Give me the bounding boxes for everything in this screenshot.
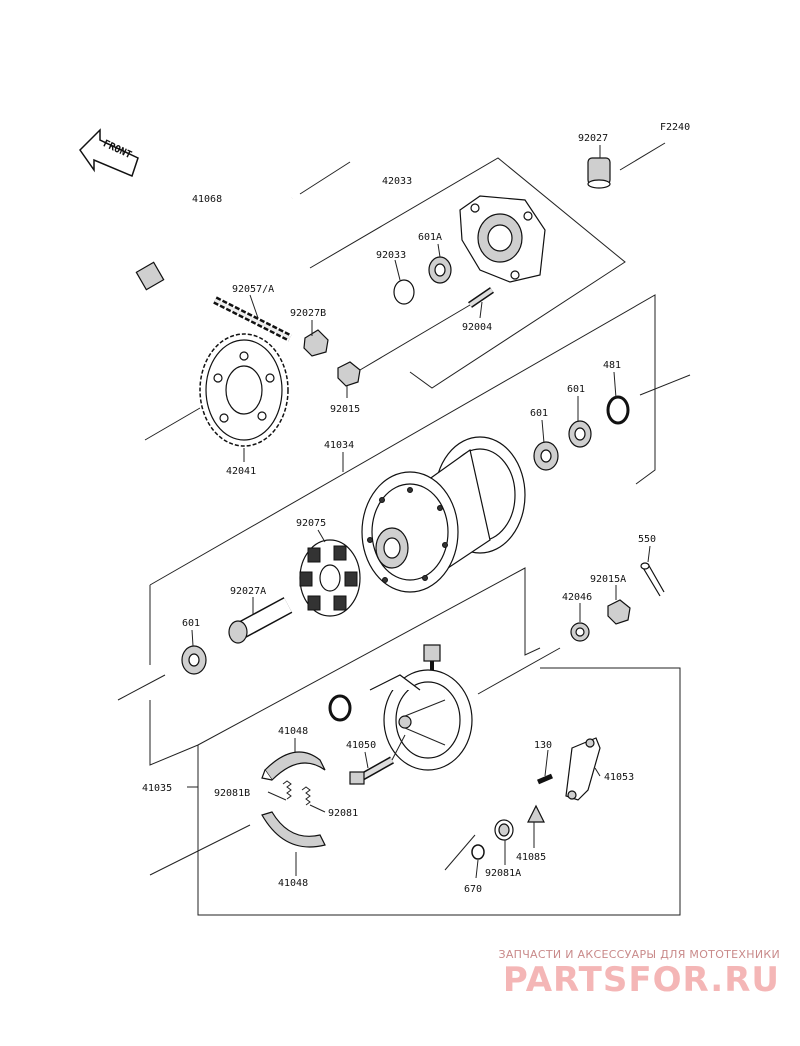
label-41048-top: 41048	[278, 726, 308, 737]
bolt-icon-2	[537, 773, 553, 785]
cotter-pin-icon	[640, 562, 665, 597]
label-41085: 41085	[516, 852, 546, 863]
spring-icon	[282, 780, 311, 806]
nut-icon	[303, 329, 329, 357]
sprocket-icon	[144, 333, 289, 447]
watermark-tagline: ЗАПЧАСТИ И АКСЕССУАРЫ ДЛЯ МОТОТЕХНИКИ	[498, 948, 780, 961]
o-ring-icon	[471, 844, 485, 860]
label-42041: 42041	[226, 466, 256, 477]
label-550: 550	[638, 534, 656, 545]
chain-icon	[213, 296, 292, 342]
oil-seal-icon	[328, 694, 352, 722]
wheel-group-outline	[149, 294, 656, 586]
front-arrow-icon: FRONT	[79, 128, 139, 178]
label-92027: 92027	[578, 133, 608, 144]
label-41048-bottom: 41048	[278, 878, 308, 889]
label-42033: 42033	[382, 176, 412, 187]
circlip-icon	[393, 279, 415, 305]
label-92057a: 92057/A	[232, 284, 274, 295]
label-92027b: 92027B	[290, 308, 326, 319]
label-92033: 92033	[376, 250, 406, 261]
bearing-icon-4	[181, 645, 207, 675]
label-601a: 601A	[418, 232, 442, 243]
brake-lever-icon	[565, 737, 601, 801]
label-41034: 41034	[324, 440, 354, 451]
spacer-icon	[228, 597, 293, 644]
brake-group-outline	[197, 567, 541, 746]
bearing-icon-3	[533, 441, 559, 471]
label-670: 670	[464, 884, 482, 895]
collar-icon-2	[570, 622, 590, 642]
label-92004: 92004	[462, 322, 492, 333]
label-41068: 41068	[192, 194, 222, 205]
brake-shoe-icon-2	[261, 811, 326, 848]
circlip-icon-2	[606, 395, 630, 425]
label-92081: 92081	[328, 808, 358, 819]
label-601-left: 601	[182, 618, 200, 629]
label-92015a: 92015A	[590, 574, 626, 585]
return-spring-icon	[494, 819, 514, 841]
wheel-hub-icon	[361, 436, 526, 593]
watermark-brand: PARTSFOR.RU	[502, 960, 780, 1000]
label-41053: 41053	[604, 772, 634, 783]
label-601-lower: 601	[530, 408, 548, 419]
label-601-upper: 601	[567, 384, 585, 395]
label-92027a: 92027A	[230, 586, 266, 597]
label-92075: 92075	[296, 518, 326, 529]
label-481: 481	[603, 360, 621, 371]
label-92015: 92015	[330, 404, 360, 415]
label-41035: 41035	[142, 783, 172, 794]
brake-panel-icon	[369, 669, 473, 771]
label-130: 130	[534, 740, 552, 751]
label-92081a: 92081A	[485, 868, 521, 879]
diagram-code: F2240	[660, 122, 690, 133]
sprocket-hub-icon	[459, 195, 546, 283]
hub-group-outline	[309, 157, 626, 389]
bearing-icon	[428, 256, 452, 284]
wear-indicator-icon	[527, 804, 545, 823]
label-41050: 41050	[346, 740, 376, 751]
damper-icon	[299, 539, 361, 617]
castle-nut-icon	[607, 599, 631, 625]
collar-icon	[587, 142, 666, 189]
nut-icon-2	[337, 361, 361, 387]
bearing-icon-2	[568, 420, 592, 448]
brake-cam-icon	[349, 734, 406, 785]
brake-shoe-icon	[261, 751, 326, 781]
watermark: ЗАПЧАСТИ И АКСЕССУАРЫ ДЛЯ МОТОТЕХНИКИ PA…	[460, 948, 780, 999]
stud-icon	[359, 287, 494, 371]
axle-icon	[135, 161, 351, 291]
label-42046: 42046	[562, 592, 592, 603]
label-92081b: 92081B	[214, 788, 250, 799]
